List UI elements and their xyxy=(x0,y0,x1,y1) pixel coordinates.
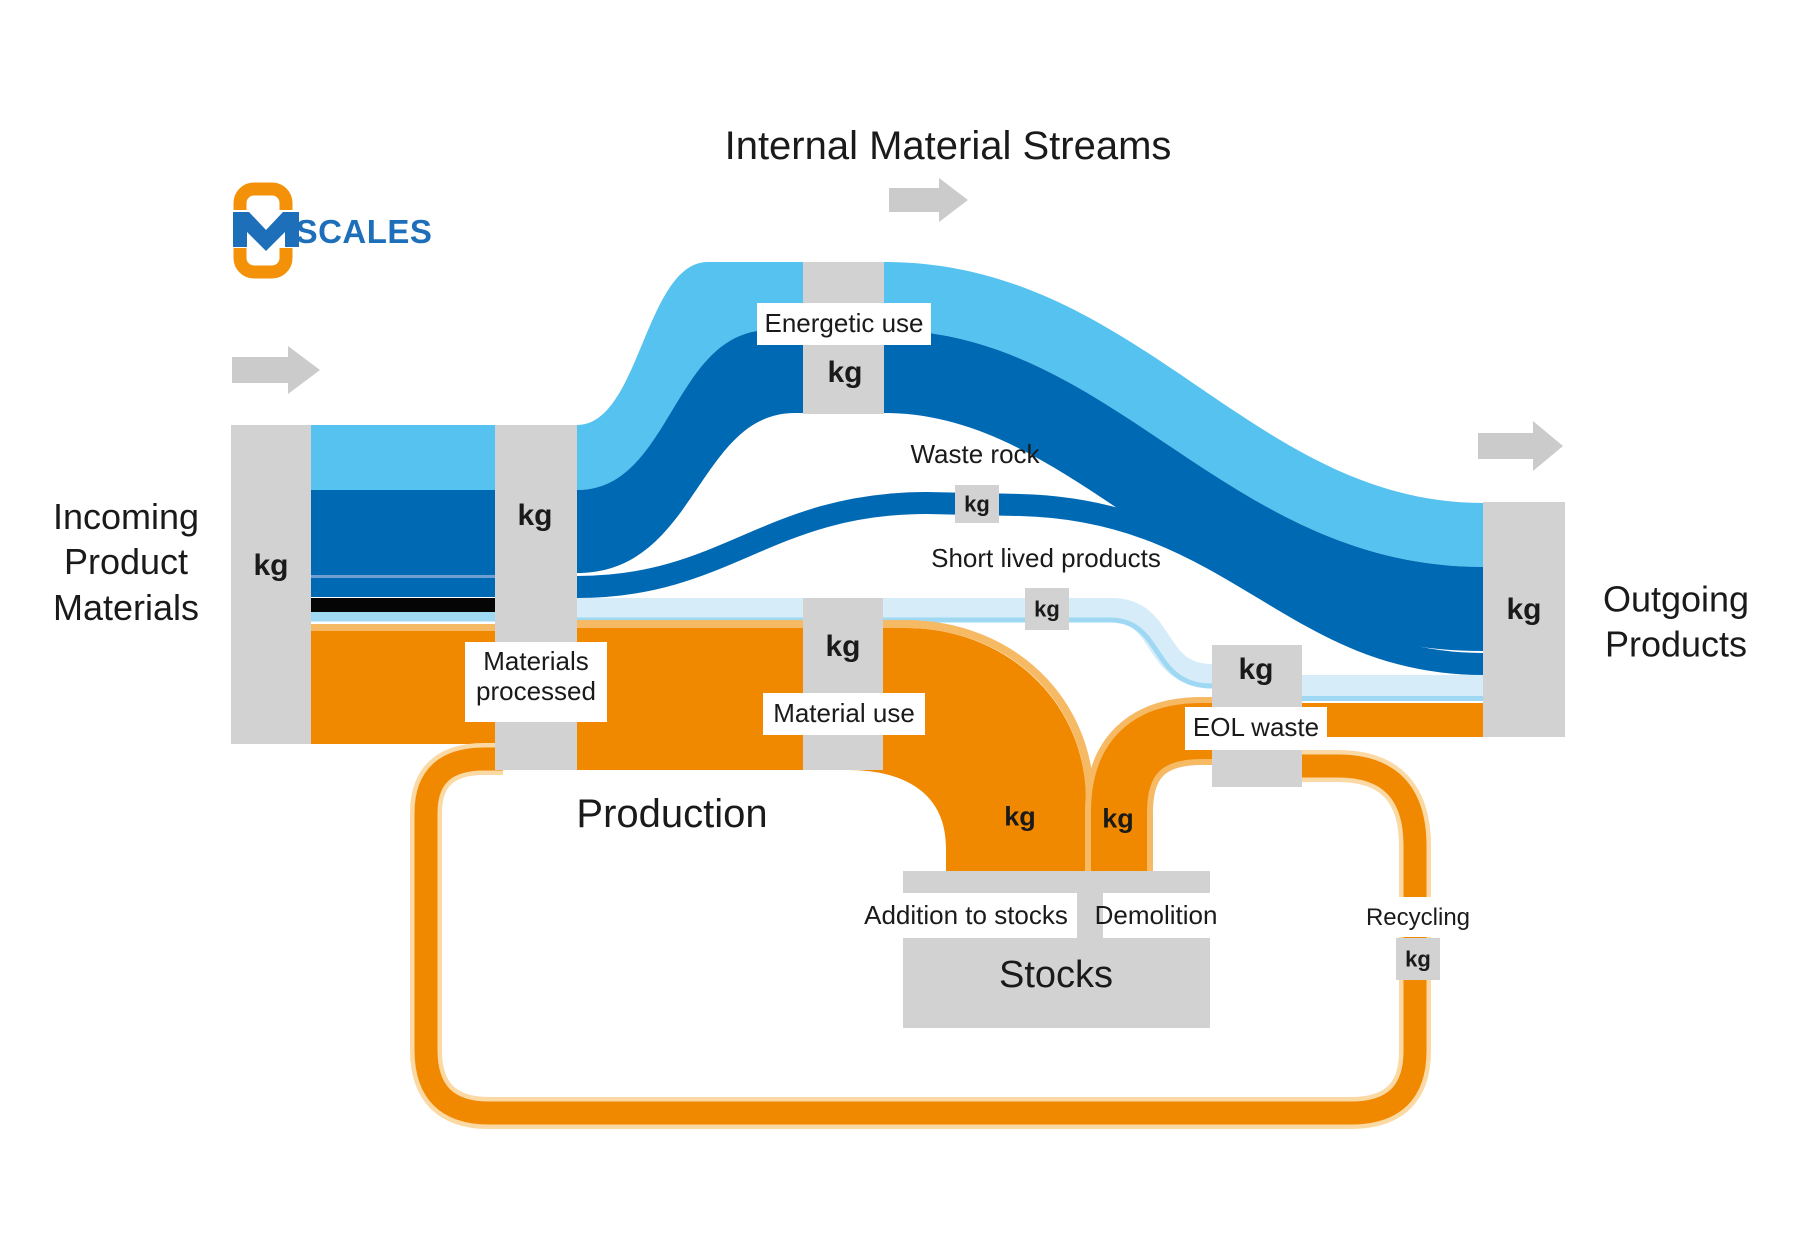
addition-to-stocks-kg: kg xyxy=(1004,801,1036,832)
outgoing-kg: kg xyxy=(1506,592,1542,626)
page-title: Internal Material Streams xyxy=(724,124,1172,168)
material-use-label: Material use xyxy=(773,698,915,729)
demolition-kg: kg xyxy=(1102,803,1134,834)
incoming-dark-blue-stripe xyxy=(311,490,496,575)
node-stocks-connector xyxy=(1077,893,1103,938)
recycling-label: Recycling xyxy=(1365,904,1471,932)
recycling-loop-stream xyxy=(414,747,1427,1125)
incoming-arrow-icon xyxy=(232,346,320,394)
logo-m-icon xyxy=(233,212,299,251)
materials-processed-label-line1: Materials xyxy=(483,646,589,677)
waste-rock-kg: kg xyxy=(964,491,990,517)
outgoing-label-line2: Products xyxy=(1604,624,1748,665)
waste-rock-stream xyxy=(576,491,1484,675)
incoming-sky-blue-stripe xyxy=(311,425,496,490)
short-lived-products-stream-edge xyxy=(577,617,1213,689)
energetic-use-label: Energetic use xyxy=(764,308,924,339)
eol-waste-label-box xyxy=(1185,707,1327,750)
material-use-kg: kg xyxy=(825,629,861,663)
short-lived-products-stream xyxy=(577,598,1213,688)
recycling-kg: kg xyxy=(1405,946,1431,972)
internal-arrow-icon xyxy=(889,178,968,222)
incoming-label-line3: Materials xyxy=(52,586,200,628)
eol-to-outgoing-sky-edge xyxy=(1302,696,1484,701)
waste-rock-label: Waste rock xyxy=(910,439,1040,470)
addition-to-stocks-label: Addition to stocks xyxy=(864,900,1068,931)
incoming-orange-highlight-stripe xyxy=(311,624,496,631)
node-incoming xyxy=(231,425,311,744)
materials-processed-kg: kg xyxy=(517,498,553,532)
material-use-orange-highlight xyxy=(577,620,1094,872)
incoming-label-line2: Product xyxy=(63,541,189,583)
node-outgoing xyxy=(1483,502,1565,737)
materials-processed-label-line2: processed xyxy=(476,676,596,706)
outgoing-arrow-icon xyxy=(1478,421,1563,471)
eol-to-outgoing-orange xyxy=(1302,703,1484,737)
recycling-loop-halo xyxy=(410,743,1431,1129)
energetic-use-label-box xyxy=(757,303,931,345)
incoming-light-sky-stripe xyxy=(311,612,496,622)
production-label: Production xyxy=(576,792,768,836)
recycling-label-box xyxy=(1368,897,1468,937)
logo-brand-text: SCALES xyxy=(295,213,433,251)
energetic-use-kg: kg xyxy=(827,355,863,389)
eol-waste-label: EOL waste xyxy=(1192,712,1320,743)
eol-to-outgoing-pale-blue xyxy=(1302,675,1484,696)
eol-waste-kg: kg xyxy=(1238,652,1274,686)
node-stocks-box xyxy=(903,938,1210,1028)
demolition-label: Demolition xyxy=(1094,900,1218,931)
node-material-use xyxy=(803,598,883,770)
incoming-label-line1: Incoming xyxy=(52,495,200,537)
incoming-kg: kg xyxy=(253,548,289,582)
incoming-waste-rock-stripe xyxy=(311,578,496,597)
incoming-blue-separator xyxy=(311,575,496,578)
waste-rock-kg-box xyxy=(955,485,999,523)
short-lived-kg-box xyxy=(1025,588,1069,630)
recycling-kg-box xyxy=(1396,938,1440,980)
node-stocks-top-bar xyxy=(903,871,1210,893)
short-lived-kg: kg xyxy=(1034,596,1060,622)
materials-processed-label-box xyxy=(465,642,607,722)
stocks-label: Stocks xyxy=(998,954,1114,997)
logo xyxy=(224,182,304,279)
energetic-use-sky-blue-stream xyxy=(577,262,1483,567)
incoming-black-stripe xyxy=(311,598,496,612)
outgoing-label-line1: Outgoing xyxy=(1602,578,1750,620)
short-lived-products-label: Short lived products xyxy=(931,543,1161,574)
material-use-label-box xyxy=(763,693,925,735)
